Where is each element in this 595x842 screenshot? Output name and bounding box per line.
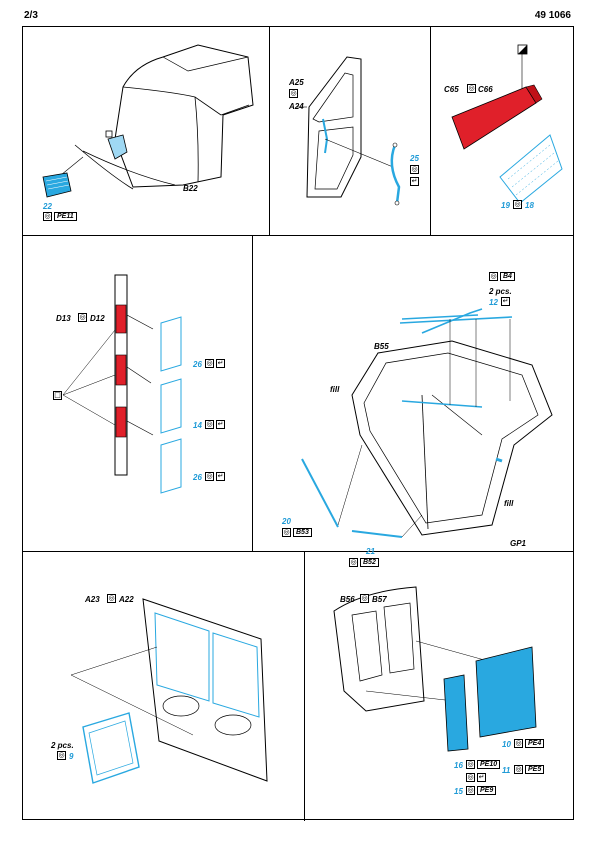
paint-tag-b53: B53 (293, 528, 312, 537)
part-label-a25: A25 (289, 78, 304, 87)
door-frame-drawing (297, 56, 401, 206)
divider-col-3 (252, 235, 253, 551)
part-label-a22: A22 (119, 595, 134, 604)
divider-col-4 (304, 551, 305, 821)
red-panel-drawing (451, 44, 563, 204)
quantity-label: 2 pcs. (489, 287, 512, 296)
part-label-a24: A24 (289, 102, 304, 111)
glue-icon: ◎ (282, 528, 291, 537)
glue-icon: ◎ (514, 765, 523, 774)
divider-row-2 (23, 551, 573, 552)
bend-icon: ↵ (410, 177, 419, 186)
etch-icon: ◎ (513, 200, 522, 209)
etch-number-10: 10 (502, 740, 511, 749)
fill-label-1: fill (330, 385, 340, 394)
paint-tag-pe9: PE9 (477, 786, 497, 795)
panel-armour-plates: B56 ◎ B57 10 ◎ PE4 16 ◎ PE10 11 ◎ PE5 ◎ … (304, 551, 573, 821)
paint-tag-b4: B4 (500, 272, 515, 281)
glue-icon: ◎ (78, 313, 87, 322)
paint-tag-pe11: PE11 (54, 212, 77, 221)
part-label-b55: B55 (374, 342, 389, 351)
etch-number-25: 25 (410, 154, 419, 163)
part-label-c65: C65 (444, 85, 459, 94)
part-label-c66: C66 (478, 85, 493, 94)
etch-number-26b: 26 (193, 473, 202, 482)
etch-icon: ◎ (205, 359, 214, 368)
etch-icon: ◎ (205, 472, 214, 481)
instruction-frame: B22 22 ◎ PE11 A25 ◎ A24 25 ◎ ↵ (22, 26, 574, 821)
panel-door-frame: A25 ◎ A24 25 ◎ ↵ (269, 27, 430, 235)
etch-number-26a: 26 (193, 360, 202, 369)
panel-side-panel: A23 ◎ A22 2 pcs. ◎ 9 (23, 551, 304, 821)
etch-number-20: 20 (282, 517, 291, 526)
etch-number-19: 19 (501, 201, 510, 210)
assembly-icon: □ (53, 391, 62, 400)
fill-label-2: fill (504, 499, 514, 508)
etch-number-16: 16 (454, 761, 463, 770)
paint-tag-pe4: PE4 (525, 739, 545, 748)
divider-col-2 (430, 27, 431, 235)
divider-row-1 (23, 235, 573, 236)
part-label-d13: D13 (56, 314, 71, 323)
part-label-a23: A23 (85, 595, 100, 604)
glue-icon: ◎ (289, 89, 298, 98)
bend-icon: ↵ (216, 359, 225, 368)
etch-number-15: 15 (454, 787, 463, 796)
etch-icon: ◎ (205, 420, 214, 429)
part-label-b57: B57 (372, 595, 387, 604)
part-label-gp1: GP1 (510, 539, 527, 548)
etch-number-22: 22 (43, 202, 52, 211)
glue-icon: ◎ (349, 558, 358, 567)
etch-icon: ◎ (43, 212, 52, 221)
divider-col-1 (269, 27, 270, 235)
part-label-d12: D12 (90, 314, 105, 323)
side-panel-drawing (70, 598, 268, 784)
part-label-b22: B22 (183, 184, 198, 193)
paint-tag-pe5: PE5 (525, 765, 545, 774)
etch-number-12: 12 (489, 298, 498, 307)
panel-column: D13 ◎ D12 □ 26 ◎ ↵ 14 ◎ ↵ 26 ◎ ↵ (23, 235, 252, 551)
column-drawing (62, 274, 182, 494)
glue-icon: ◎ (466, 760, 475, 769)
armour-plates-drawing (333, 586, 537, 752)
bend-icon: ↵ (477, 773, 486, 782)
etch-number-11: 11 (502, 766, 511, 775)
glue-icon: ◎ (360, 594, 369, 603)
panel-cowling: B22 22 ◎ PE11 (23, 27, 269, 235)
bend-icon: ↵ (216, 472, 225, 481)
glue-icon: ◎ (514, 739, 523, 748)
glue-icon: ◎ (107, 594, 116, 603)
panel-red-panel: C65 ◎ C66 19 ◎ 18 (430, 27, 573, 235)
paint-tag-pe10: PE10 (477, 760, 501, 769)
bend-icon: ↵ (501, 297, 510, 306)
etch-icon: ◎ (410, 165, 419, 174)
glue-icon: ◎ (466, 786, 475, 795)
etch-number-14: 14 (193, 421, 202, 430)
quantity-label: 2 pcs. (51, 741, 74, 750)
part-label-b56: B56 (340, 595, 355, 604)
cowling-drawing (42, 44, 254, 198)
windshield-drawing (301, 308, 553, 538)
etch-number-18: 18 (525, 201, 534, 210)
panel-windshield: ◎ B4 2 pcs. 12 ↵ B55 fill fill GP1 20 ◎ … (252, 235, 573, 556)
page-number: 2/3 (24, 10, 38, 21)
bend-icon: ↵ (216, 420, 225, 429)
etch-number-21: 21 (366, 547, 375, 556)
paint-tag-b52: B52 (360, 558, 379, 567)
product-code: 49 1066 (534, 10, 571, 21)
etch-icon: ◎ (466, 773, 475, 782)
etch-number-9: 9 (69, 752, 74, 761)
glue-icon: ◎ (489, 272, 498, 281)
glue-icon: ◎ (467, 84, 476, 93)
etch-icon: ◎ (57, 751, 66, 760)
